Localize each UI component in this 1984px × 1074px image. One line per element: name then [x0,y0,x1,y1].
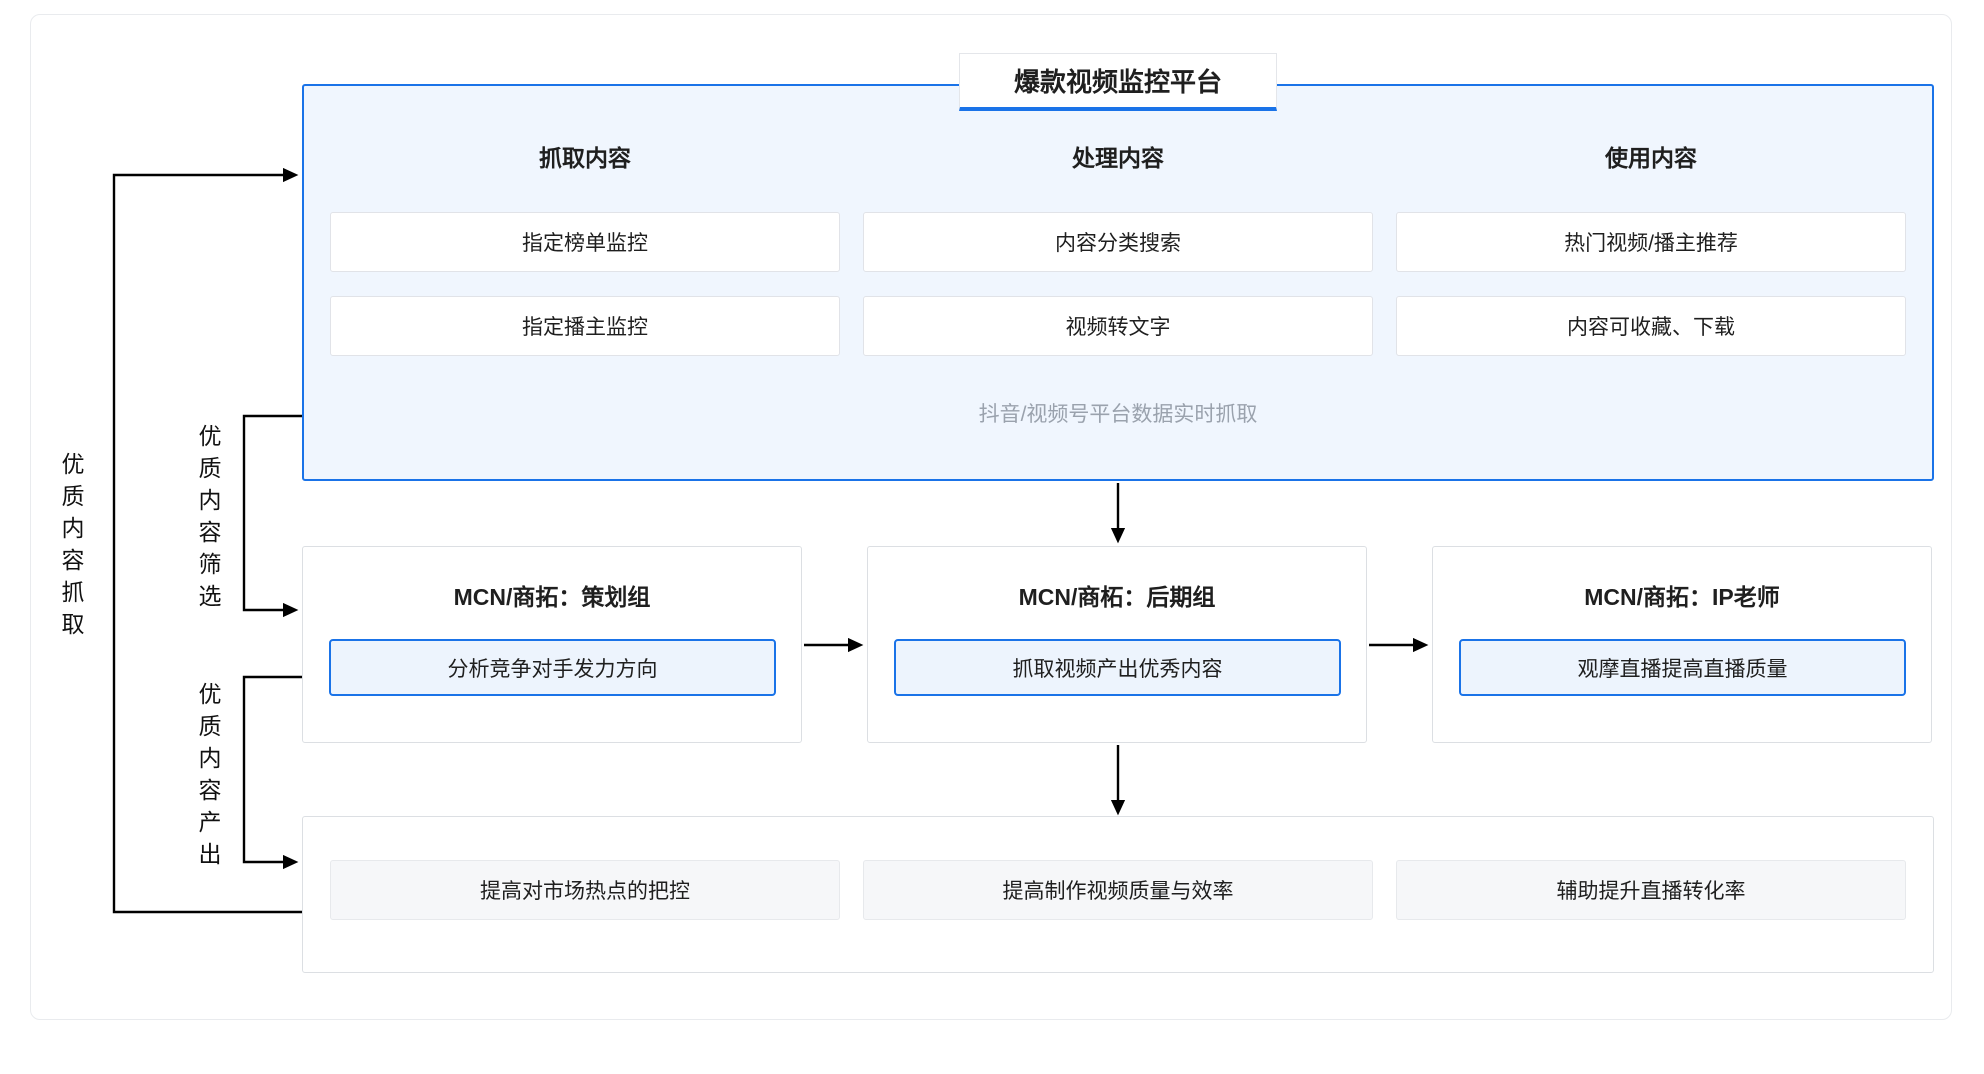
team-title-postproduction: MCN/商柘：后期组 [1018,584,1216,610]
team-task-postproduction: 抓取视频产出优秀内容 [894,639,1341,696]
team-box-postproduction: MCN/商柘：后期组 抓取视频产出优秀内容 [867,546,1367,743]
outcome-box-live-conversion: 辅助提升直播转化率 [1396,860,1906,920]
team-task-planning: 分析竞争对手发力方向 [329,639,776,696]
feature-box-video-to-text: 视频转文字 [863,296,1373,356]
feature-box-list-monitor: 指定榜单监控 [330,212,840,272]
team-box-planning: MCN/商拓：策划组 分析竞争对手发力方向 [302,546,802,743]
column-header-process: 处理内容 [1072,145,1164,171]
feature-box-streamer-monitor: 指定播主监控 [330,296,840,356]
platform-title: 爆款视频监控平台 [959,53,1277,111]
side-label-quality-capture: 优质内容抓取 [58,452,84,644]
side-label-quality-produce: 优质内容产出 [195,682,221,874]
feature-box-category-search: 内容分类搜索 [863,212,1373,272]
team-box-ip-teacher: MCN/商拓：IP老师 观摩直播提高直播质量 [1432,546,1932,743]
outcome-box-market-trends: 提高对市场热点的把控 [330,860,840,920]
feature-box-hot-recommend: 热门视频/播主推荐 [1396,212,1906,272]
platform-panel [302,84,1934,481]
platform-footnote: 抖音/视频号平台数据实时抓取 [978,403,1258,426]
team-title-planning: MCN/商拓：策划组 [453,584,651,610]
team-task-ip-teacher: 观摩直播提高直播质量 [1459,639,1906,696]
side-label-quality-filter: 优质内容筛选 [195,424,221,616]
column-header-capture: 抓取内容 [539,145,631,171]
team-title-ip-teacher: MCN/商拓：IP老师 [1584,584,1780,610]
column-header-use: 使用内容 [1605,145,1697,171]
feature-box-collect-download: 内容可收藏、下载 [1396,296,1906,356]
outcome-box-video-quality: 提高制作视频质量与效率 [863,860,1373,920]
